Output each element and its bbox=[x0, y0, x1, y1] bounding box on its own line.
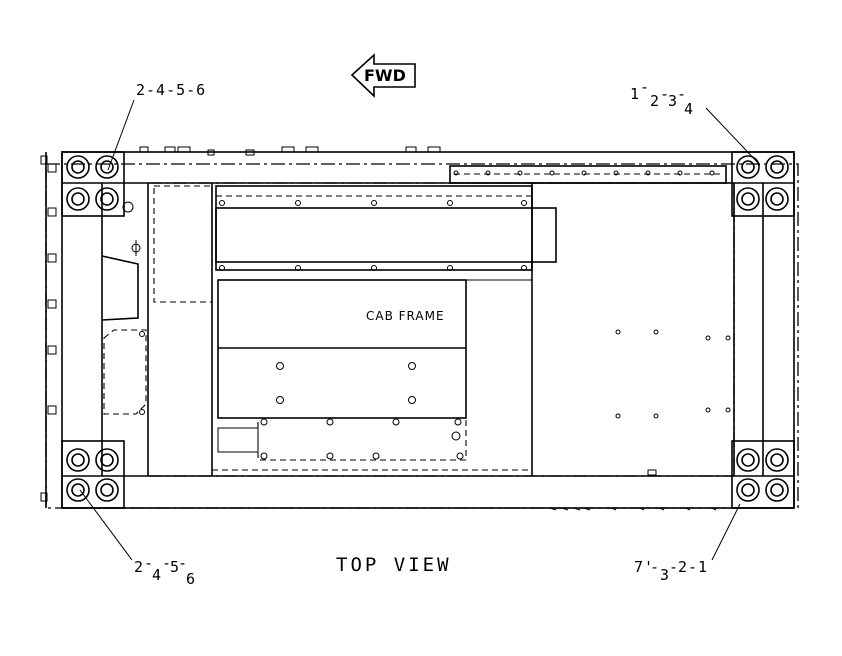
callout-top-right-2: 2 bbox=[650, 92, 660, 110]
callout-bottom-right-sep-1: - bbox=[650, 558, 660, 576]
upper-bolt-strip bbox=[211, 183, 557, 476]
callout-bottom-left-1: 2 bbox=[134, 558, 144, 576]
callout-top-right-3: 3 bbox=[668, 92, 678, 110]
callout-top-left: 2-4-5-6 bbox=[136, 81, 206, 99]
callout-bottom-left-sep-1: - bbox=[144, 554, 154, 572]
main-frame bbox=[45, 151, 799, 509]
callout-top-right-sep-2: - bbox=[660, 85, 670, 103]
view-title: TOP VIEW bbox=[336, 554, 452, 576]
fwd-label: FWD bbox=[364, 66, 406, 85]
callout-bottom-left: 2 - 4 - 5 - 6 bbox=[134, 554, 196, 588]
fwd-arrow-icon: FWD bbox=[350, 53, 416, 98]
top-edge-tabs bbox=[139, 146, 441, 156]
callout-top-right: 1 - 2 - 3 - 4 bbox=[630, 78, 694, 118]
callout-top-right-sep-3: - bbox=[677, 85, 687, 103]
callout-top-right-sep-1: - bbox=[640, 78, 650, 96]
callout-bottom-right-1: 7' bbox=[634, 558, 654, 576]
callout-bottom-left-4: 6 bbox=[186, 570, 196, 588]
callout-bottom-left-sep-2: - bbox=[162, 554, 172, 572]
callout-bottom-right-2: 3 bbox=[660, 566, 670, 584]
right-bay-holes bbox=[615, 329, 731, 476]
cab-frame-label: CAB FRAME bbox=[366, 309, 445, 323]
corner-bolts-top-right bbox=[731, 151, 795, 217]
corner-bolts-bottom-right bbox=[731, 440, 795, 509]
leader-lines bbox=[79, 99, 761, 561]
corner-bolts-top-left bbox=[61, 151, 134, 217]
callout-bottom-left-2: 4 bbox=[152, 566, 162, 584]
cab-frame-plate: CAB FRAME bbox=[212, 183, 533, 476]
callout-bottom-right-sep-2: - bbox=[669, 558, 679, 576]
callout-top-right-4: 4 bbox=[684, 100, 694, 118]
callout-bottom-right: 7' - 3 - 2 - 1 bbox=[634, 558, 708, 584]
callout-top-right-1: 1 bbox=[630, 85, 640, 103]
callout-bottom-right-3: 2 bbox=[678, 558, 688, 576]
callout-bottom-right-4: 1 bbox=[698, 558, 708, 576]
left-edge-tabs bbox=[40, 152, 57, 508]
callout-bottom-right-sep-3: - bbox=[688, 558, 698, 576]
bottom-edge-bolts bbox=[549, 507, 717, 511]
top-right-rail bbox=[449, 165, 727, 184]
left-bracket-details bbox=[101, 185, 213, 415]
corner-bolts-bottom-left bbox=[61, 440, 125, 509]
callout-bottom-left-3: 5 bbox=[170, 558, 180, 576]
callout-bottom-left-sep-3: - bbox=[178, 554, 188, 572]
